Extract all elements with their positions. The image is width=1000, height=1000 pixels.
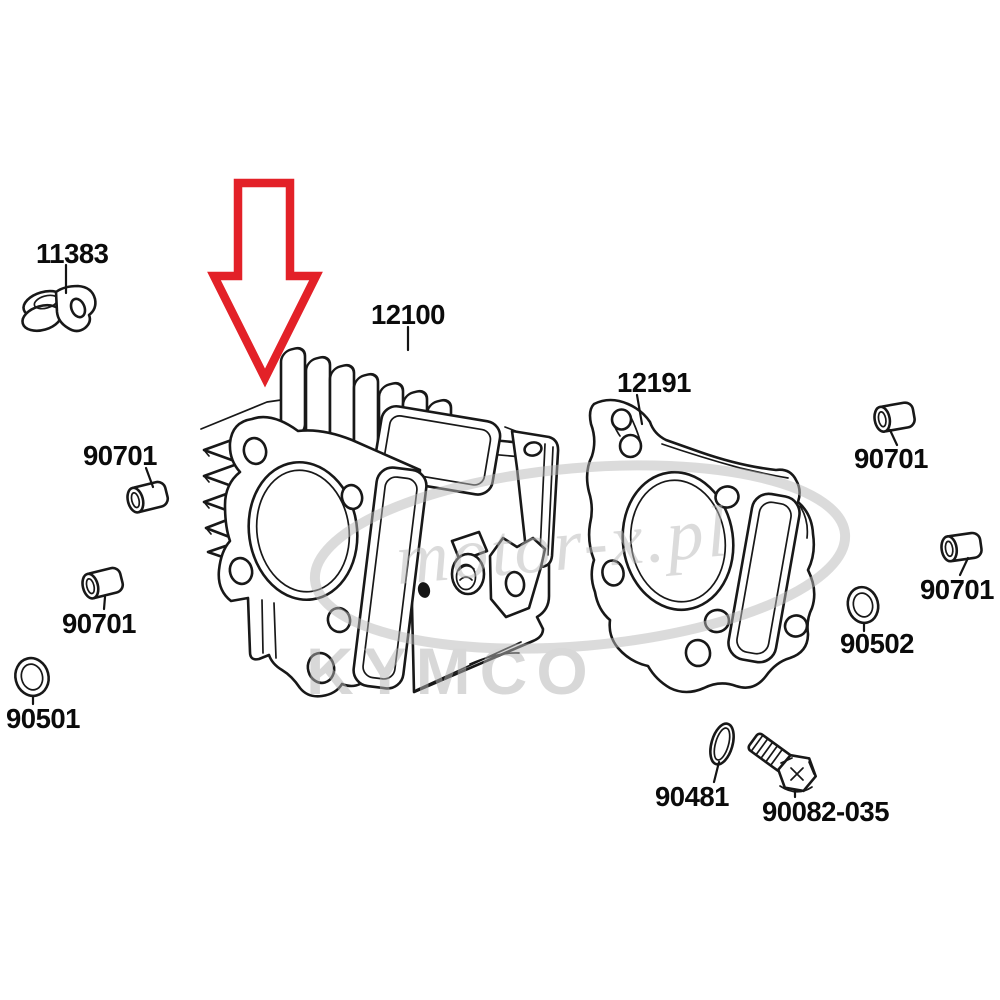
part-label-oring-right: 90502 bbox=[840, 628, 914, 659]
gasket-slot-frame bbox=[727, 492, 801, 664]
part-label-pin-left-top: 90701 bbox=[83, 440, 157, 471]
o-ring-90502-drawing bbox=[846, 585, 880, 625]
leader-oring-bottom bbox=[712, 760, 721, 784]
red-highlight-arrow bbox=[207, 178, 323, 388]
fin-thickness-lines bbox=[203, 449, 212, 535]
leader-pin-left-bottom bbox=[102, 595, 107, 611]
dowel-pin-right-top bbox=[873, 401, 916, 433]
bolt-flange bbox=[779, 785, 813, 793]
part-label-cylinder: 12100 bbox=[371, 299, 445, 330]
leader-pin-right-bottom bbox=[958, 556, 970, 577]
right-flange-lines bbox=[539, 443, 554, 556]
part-label-pin-left-bottom: 90701 bbox=[62, 608, 136, 639]
part-label-oring-left: 90501 bbox=[6, 703, 80, 734]
o-ring-90481-drawing bbox=[709, 722, 735, 766]
flange-hole bbox=[523, 441, 543, 457]
leader-pin-right-top bbox=[888, 428, 899, 447]
flange-bolt-drawing bbox=[747, 732, 817, 793]
threaded-boss bbox=[450, 552, 486, 596]
dowel-pin-right-bottom bbox=[940, 531, 983, 563]
boss-collar bbox=[450, 530, 489, 563]
front-face-tab-lines bbox=[261, 599, 277, 659]
gasket-peanut-slot bbox=[610, 408, 643, 459]
bracket-hole bbox=[504, 570, 526, 598]
part-label-pin-right-bottom: 90701 bbox=[920, 574, 994, 605]
part-label-clamp: 11383 bbox=[36, 238, 109, 269]
gasket-inner-edge bbox=[661, 443, 809, 539]
oil-hole-dot bbox=[417, 582, 431, 598]
leader-pin-left-top bbox=[144, 466, 155, 489]
watermark-ellipse bbox=[309, 460, 851, 654]
part-label-bolt: 90082-035 bbox=[762, 796, 890, 827]
pipe-clamp-drawing bbox=[21, 284, 97, 333]
clamp-hole bbox=[69, 297, 87, 319]
gasket-holes bbox=[601, 485, 809, 668]
part-label-pin-right-top: 90701 bbox=[854, 443, 928, 474]
gasket-bore bbox=[621, 470, 735, 612]
dowel-pin-left-top bbox=[126, 480, 170, 514]
part-label-oring-bottom: 90481 bbox=[655, 781, 729, 812]
leader-lines bbox=[31, 263, 970, 799]
part-label-gasket: 12191 bbox=[617, 367, 691, 398]
watermark-brand-text: KYMCO bbox=[306, 634, 597, 708]
leader-gasket bbox=[635, 393, 644, 426]
o-ring-90501-drawing bbox=[14, 656, 50, 698]
dowel-pin-left-bottom bbox=[81, 566, 125, 600]
